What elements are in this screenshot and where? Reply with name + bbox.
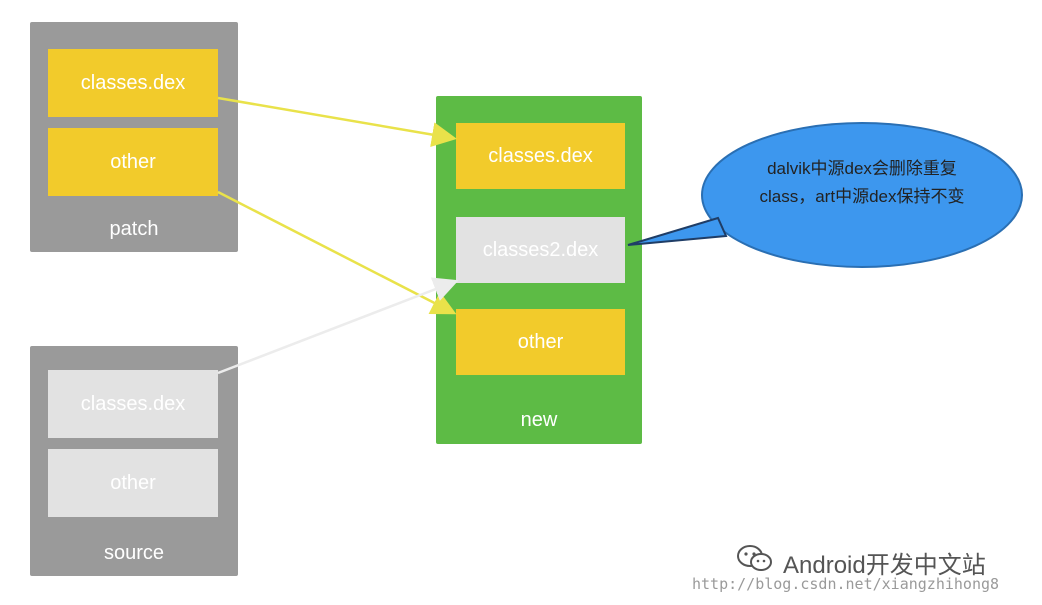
new-group: classes.dex classes2.dex other new — [436, 96, 642, 444]
source-group: classes.dex other source — [30, 346, 238, 576]
patch-classes-dex-block: classes.dex — [48, 49, 218, 117]
new-other-block: other — [456, 309, 625, 375]
callout-text: dalvik中源dex会删除重复 class，art中源dex保持不变 — [712, 155, 1012, 211]
patch-group: classes.dex other patch — [30, 22, 238, 252]
callout-tail — [627, 216, 728, 246]
source-other-block: other — [48, 449, 218, 517]
watermark-url: http://blog.csdn.net/xiangzhihong8 — [692, 575, 1000, 593]
new-classes-dex-block: classes.dex — [456, 123, 625, 189]
arrow-patch-classes-to-new-classes — [217, 96, 457, 147]
source-classes-dex-block: classes.dex — [48, 370, 218, 438]
source-label: source — [103, 542, 165, 564]
callout-bubble — [701, 122, 1023, 268]
new-label: new — [520, 409, 558, 431]
callout-line-1: dalvik中源dex会删除重复 — [767, 159, 957, 178]
new-classes2-dex-block: classes2.dex — [456, 217, 625, 283]
patch-other-block: other — [48, 128, 218, 196]
watermark-brand: Android开发中文站 — [783, 552, 986, 579]
callout-line-2: class，art中源dex保持不变 — [759, 187, 965, 206]
wechat-icon — [737, 545, 772, 571]
arrow-patch-other-to-new-other — [217, 190, 457, 315]
arrow-source-classes-to-new-classes2 — [217, 277, 459, 375]
patch-label: patch — [109, 218, 159, 240]
